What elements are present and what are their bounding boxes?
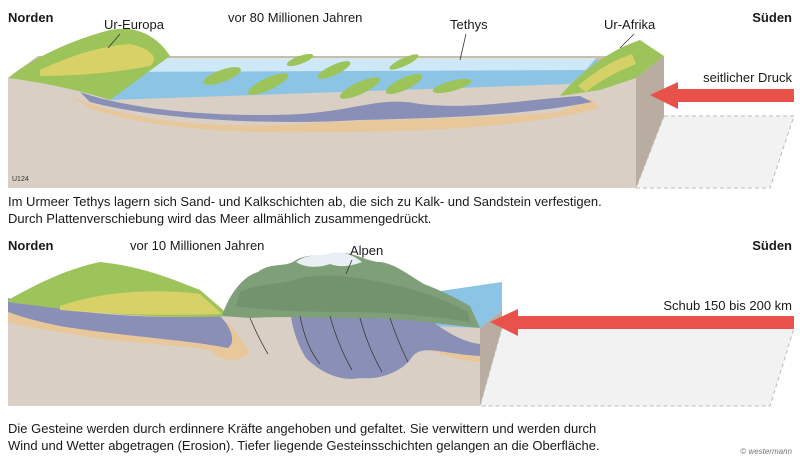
limestone-core — [290, 298, 480, 379]
push-arrow — [490, 309, 794, 336]
pressure-arrow-label: seitlicher Druck — [703, 70, 792, 85]
island — [203, 67, 241, 85]
north-label: Norden — [8, 10, 54, 25]
panel-10-million-years: Norden Süden vor 10 Millionen Jahren Alp… — [0, 232, 800, 462]
alps-rock-shadow — [236, 275, 470, 322]
panel-80-million-years: Norden Süden vor 80 Millionen Jahren Ur-… — [0, 0, 800, 230]
island — [317, 61, 351, 79]
ur-europa-hills — [40, 44, 154, 76]
northern-foreland-yellow — [60, 291, 222, 315]
caption-bottom: Die Gesteine werden durch erdinnere Kräf… — [8, 420, 798, 454]
alps-label: Alpen — [350, 243, 384, 258]
island — [385, 73, 423, 95]
ur-afrika-hills — [578, 54, 636, 92]
south-label: Süden — [752, 238, 792, 253]
fold-line — [389, 317, 409, 363]
limestone-layer — [80, 92, 592, 122]
alps-snow-peaks — [296, 252, 362, 267]
caption-bottom-line-2: Wind und Wetter abgetragen (Erosion). Ti… — [8, 438, 600, 453]
fold-line — [359, 317, 383, 373]
fold-line — [299, 315, 321, 365]
sandstone-layer — [70, 96, 600, 133]
tethys-label: Tethys — [450, 17, 488, 32]
ur-europa-label: Ur-Europa — [104, 17, 164, 32]
fold-line — [329, 315, 353, 371]
island — [432, 78, 472, 94]
block-diagram-alps — [8, 252, 795, 407]
island — [286, 53, 314, 67]
block-diagram-tethys — [8, 28, 795, 189]
caption-bottom-line-1: Die Gesteine werden durch erdinnere Kräf… — [8, 421, 597, 436]
leader-line-africa — [619, 33, 635, 49]
push-arrow-label: Schub 150 bis 200 km — [663, 298, 792, 313]
island — [247, 73, 289, 95]
ghost-plate — [635, 115, 795, 189]
era-label: vor 10 Millionen Jahren — [130, 238, 265, 253]
figure-code: U124 — [12, 176, 29, 183]
ur-afrika-label: Ur-Afrika — [604, 17, 656, 32]
caption-top-line-1: Im Urmeer Tethys lagern sich Sand- und K… — [8, 194, 602, 209]
limestone-layer — [8, 298, 233, 348]
ghost-plate — [479, 327, 795, 407]
fold-line — [249, 317, 269, 355]
era-label: vor 80 Millionen Jahren — [228, 10, 363, 25]
island — [389, 54, 419, 70]
tethys-sea-surface — [112, 58, 596, 72]
leader-line-europe — [107, 33, 121, 49]
south-label: Süden — [752, 10, 792, 25]
leader-line-alps — [345, 259, 353, 275]
pressure-arrow — [650, 82, 794, 109]
caption-top: Im Urmeer Tethys lagern sich Sand- und K… — [8, 193, 798, 227]
north-label: Norden — [8, 238, 54, 253]
leader-line-tethys — [459, 33, 467, 61]
island — [339, 77, 381, 99]
publisher-credit: © westermann — [740, 447, 792, 456]
caption-top-line-2: Durch Plattenverschiebung wird das Meer … — [8, 211, 432, 226]
